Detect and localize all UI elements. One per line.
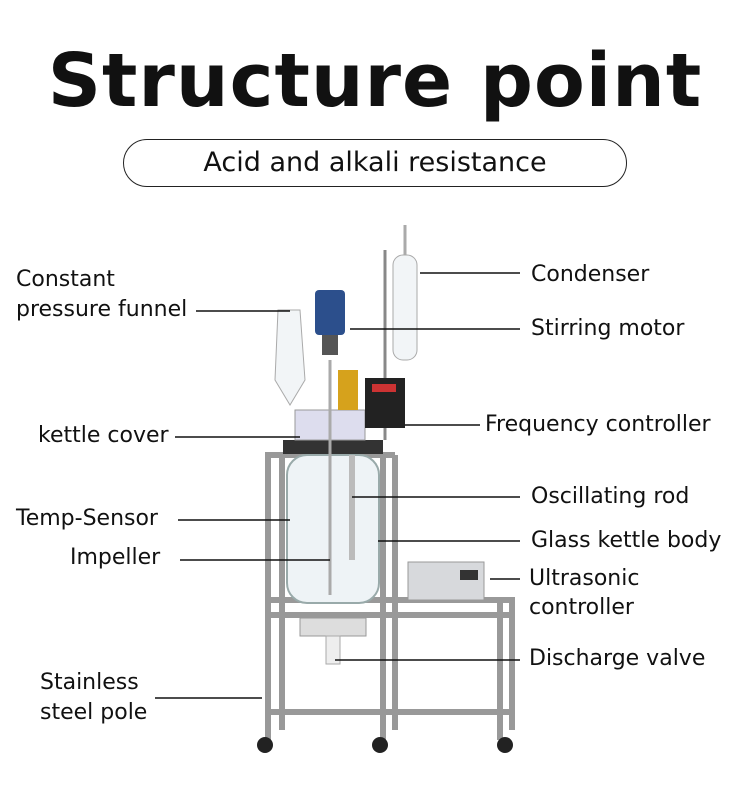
condenser	[392, 254, 418, 361]
leader-lines	[155, 272, 520, 699]
label-discharge-valve: Discharge valve	[529, 646, 706, 671]
subtitle-pill: Acid and alkali resistance	[123, 139, 627, 187]
page-title: Structure point	[47, 38, 703, 124]
casters	[257, 737, 513, 753]
label-pole-1: Stainless	[40, 670, 139, 695]
label-stirring-motor: Stirring motor	[531, 316, 685, 341]
label-funnel-2: pressure funnel	[16, 297, 188, 322]
label-temp-sensor: Temp-Sensor	[16, 506, 158, 531]
label-condenser: Condenser	[531, 262, 650, 287]
kettle-cover	[283, 440, 383, 454]
glass-kettle	[286, 454, 380, 604]
pressure-funnel	[274, 309, 306, 406]
gold-coupling	[338, 370, 358, 410]
ultrasonic-controller-box	[407, 561, 485, 601]
label-pole-2: steel pole	[40, 700, 148, 725]
label-impeller: Impeller	[70, 545, 161, 570]
stirring-motor	[315, 290, 345, 335]
label-frequency-controller: Frequency controller	[485, 412, 711, 437]
label-oscillating-rod: Oscillating rod	[531, 484, 690, 509]
label-funnel-1: Constant	[16, 267, 115, 292]
bottom-flange	[299, 617, 367, 637]
label-glass-body: Glass kettle body	[531, 528, 722, 553]
label-ultrasonic-2: controller	[529, 595, 634, 620]
label-ultrasonic-1: Ultrasonic	[529, 566, 640, 591]
discharge-valve	[325, 635, 341, 665]
label-kettle-cover: kettle cover	[38, 423, 169, 448]
